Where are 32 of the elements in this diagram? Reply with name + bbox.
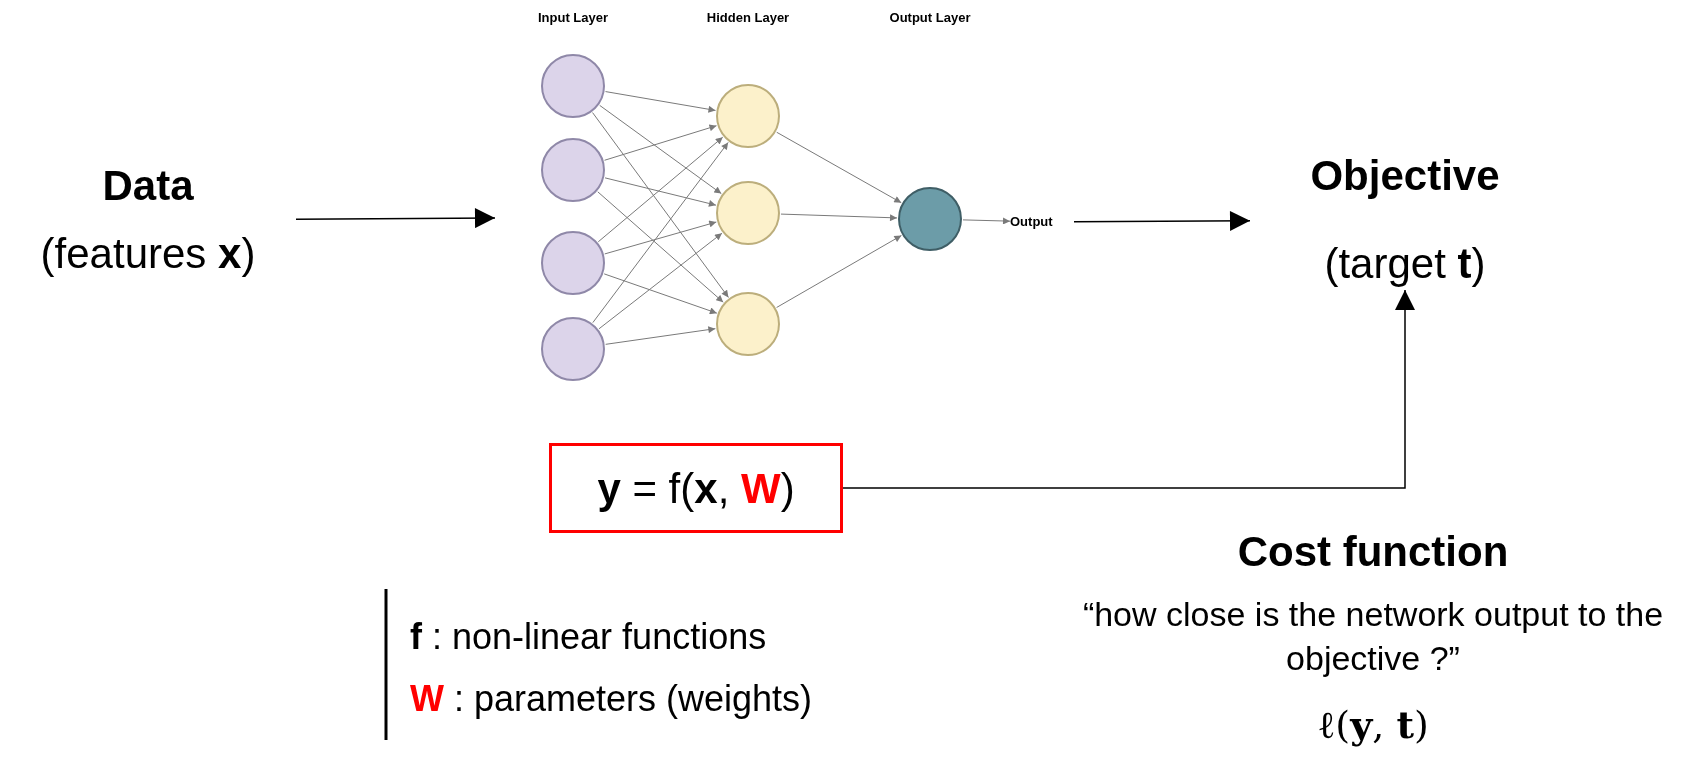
heading-text: Objective (1310, 151, 1500, 201)
arrow (598, 232, 723, 330)
arrow (604, 177, 717, 207)
arrow (776, 235, 902, 308)
layer-label: Hidden Layer (706, 10, 790, 25)
arrow (604, 124, 717, 161)
loss-formula: ℓ(y, t) (1317, 703, 1429, 747)
arrow (1073, 210, 1251, 231)
arrow (780, 213, 898, 222)
cost-function-heading: Cost function (1237, 528, 1509, 575)
heading-text: Data (102, 161, 194, 211)
arrow (597, 136, 724, 243)
arrow (597, 191, 724, 303)
arrow (605, 91, 716, 113)
subheading-text: (target t) (1324, 238, 1486, 289)
definition-text: W : parameters (weights) (410, 678, 813, 719)
arrow (842, 289, 1415, 489)
arrow (592, 141, 729, 324)
arrow (592, 112, 729, 298)
arrow (962, 217, 1011, 225)
arrow (599, 104, 722, 195)
subheading-text: (features x) (40, 228, 256, 279)
arrow (295, 208, 496, 229)
layer-label: Input Layer (537, 10, 609, 25)
definition-text: f : non-linear functions (410, 616, 767, 657)
arrow (605, 326, 716, 345)
output-label: Output (1010, 211, 1074, 233)
arrow (604, 220, 717, 255)
formula-box: y = f(x, W) (549, 443, 843, 533)
cost-function-description: “how close is the network output to the objective ?” (1082, 595, 1664, 678)
arrow (776, 131, 902, 204)
layer-label: Output Layer (889, 10, 971, 25)
